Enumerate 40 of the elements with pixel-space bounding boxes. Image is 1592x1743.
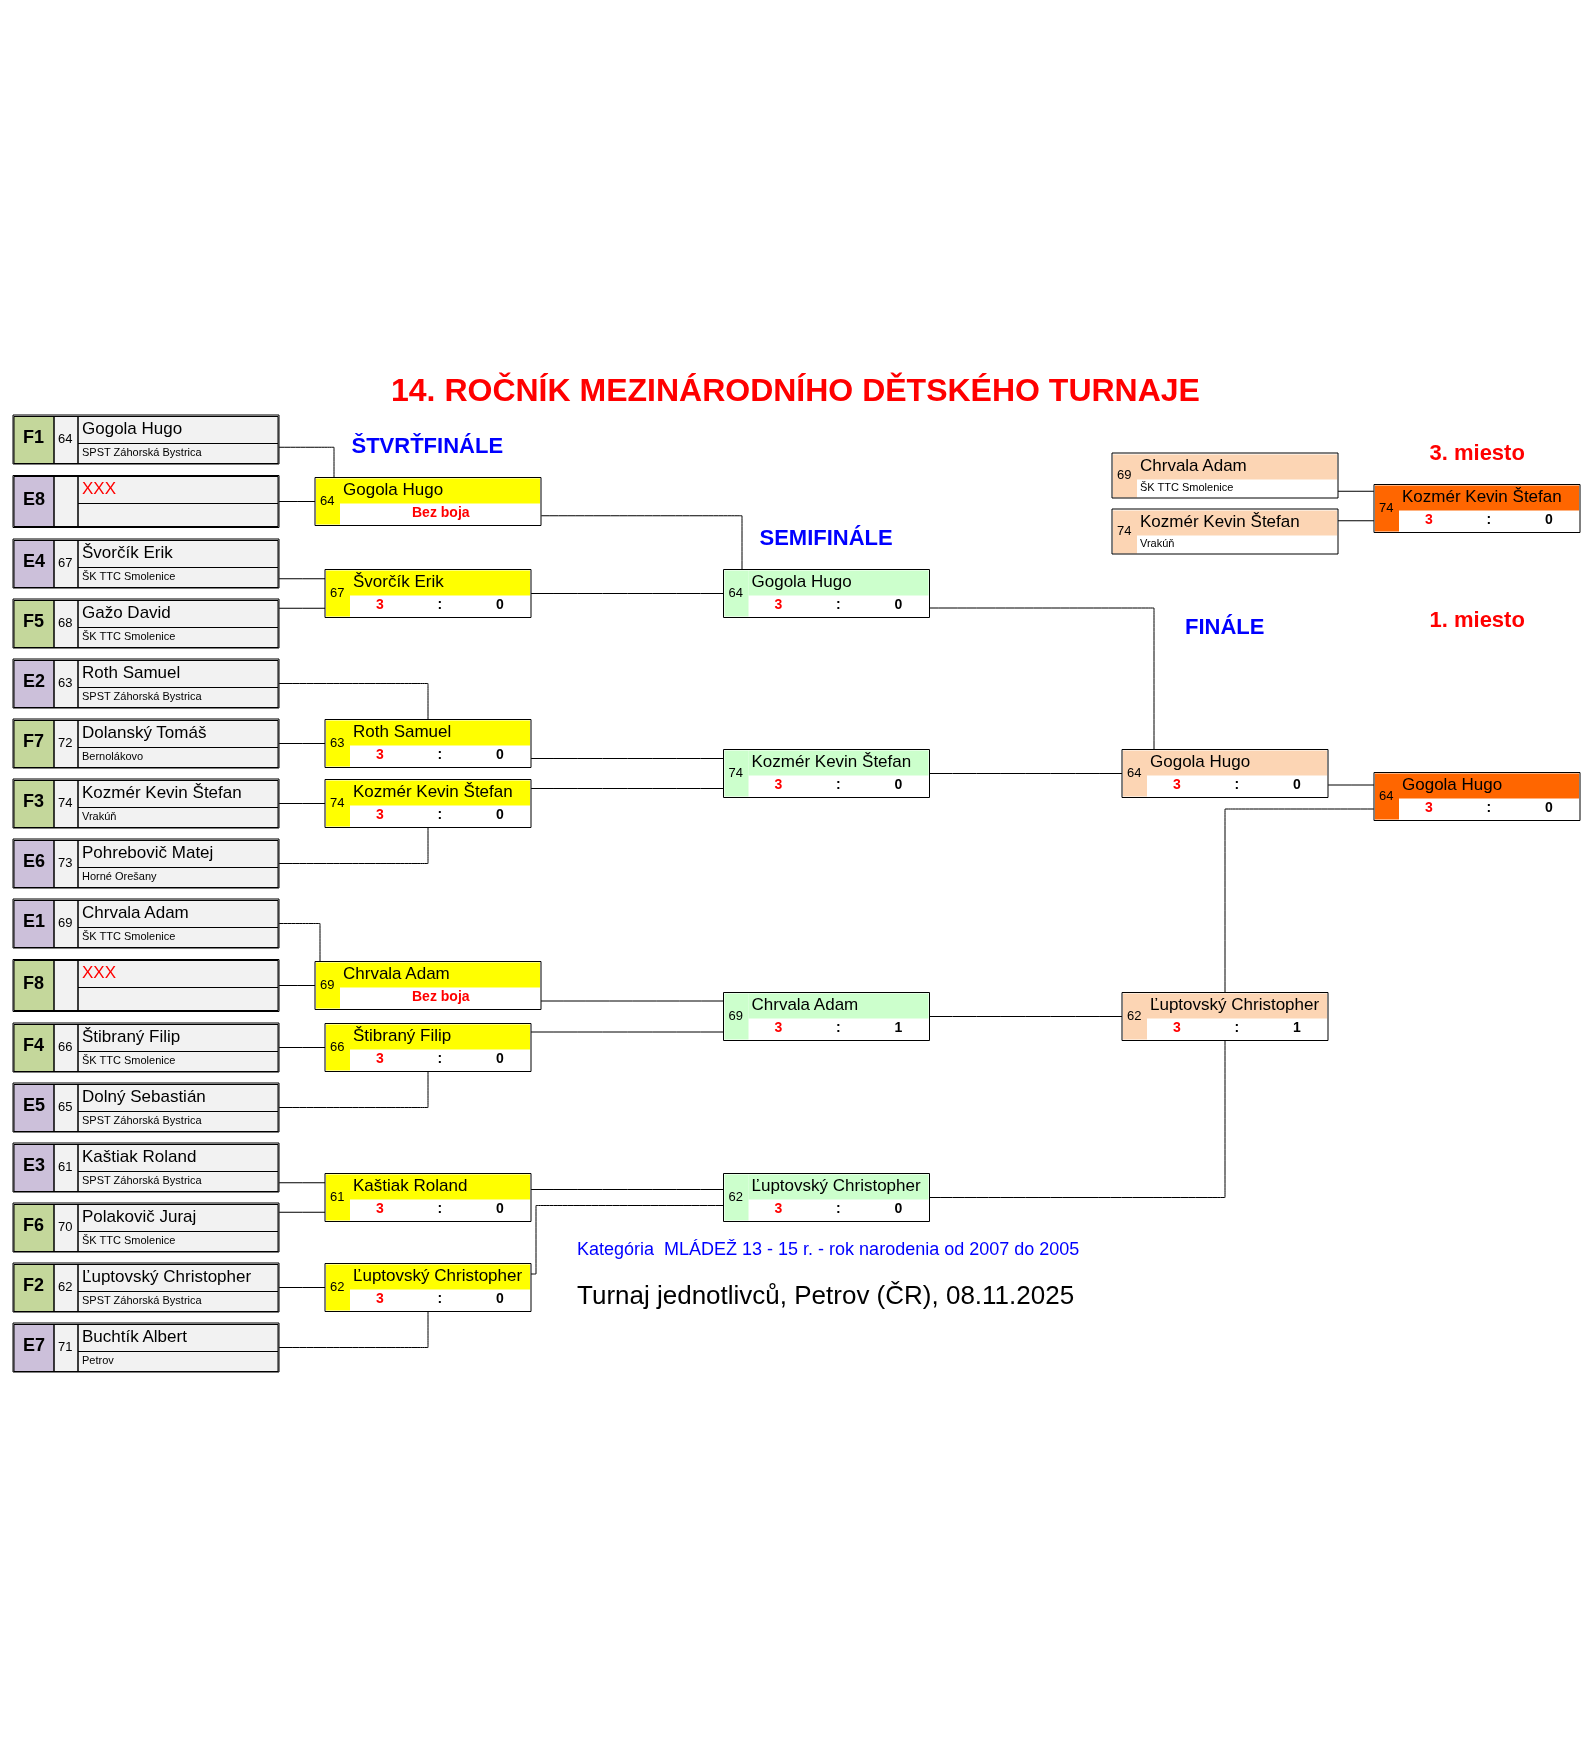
connector bbox=[530, 787, 724, 789]
connector bbox=[928, 1039, 1225, 1198]
connector bbox=[278, 1070, 428, 1108]
connector bbox=[1327, 784, 1374, 785]
connector bbox=[278, 500, 315, 502]
connector bbox=[928, 1015, 1122, 1017]
label: 3. miesto bbox=[1429, 439, 1525, 465]
diagram-title: 14. ROČNÍK MEZINÁRODNÍHO DĚTSKÉHO TURNAJE bbox=[390, 371, 1200, 408]
connector bbox=[530, 1031, 724, 1032]
connector bbox=[1337, 490, 1374, 492]
connector bbox=[278, 1286, 325, 1288]
connector bbox=[530, 592, 724, 594]
connector bbox=[1337, 519, 1374, 521]
label: Kategória MLÁDEŽ 13 - 15 r. - rok narodenia od 2007 do 2005 bbox=[576, 1238, 1079, 1259]
connector bbox=[278, 1211, 325, 1213]
label: FINÁLE bbox=[1184, 613, 1264, 639]
connector bbox=[278, 922, 320, 962]
connector bbox=[530, 1188, 724, 1190]
connector bbox=[278, 1310, 428, 1348]
connector bbox=[928, 607, 1154, 750]
connector bbox=[1224, 808, 1374, 993]
connector bbox=[278, 742, 325, 744]
connector bbox=[278, 682, 428, 720]
connector bbox=[278, 1181, 325, 1183]
connector bbox=[530, 757, 724, 759]
connector bbox=[540, 514, 742, 570]
connector bbox=[278, 1046, 325, 1048]
connector bbox=[928, 772, 1122, 774]
label: 1. miesto bbox=[1429, 606, 1525, 632]
connector bbox=[278, 607, 325, 609]
connector bbox=[278, 826, 428, 864]
connector bbox=[540, 1000, 724, 1001]
connector bbox=[530, 1204, 724, 1274]
label: Turnaj jednotlivců, Petrov (ČR), 08.11.2025 bbox=[576, 1279, 1074, 1310]
label: SEMIFINÁLE bbox=[759, 524, 893, 550]
connector bbox=[278, 802, 325, 804]
connector bbox=[278, 446, 334, 478]
label: ŠTVRŤFINÁLE bbox=[351, 432, 503, 458]
connector bbox=[278, 984, 315, 986]
connector bbox=[278, 577, 325, 579]
